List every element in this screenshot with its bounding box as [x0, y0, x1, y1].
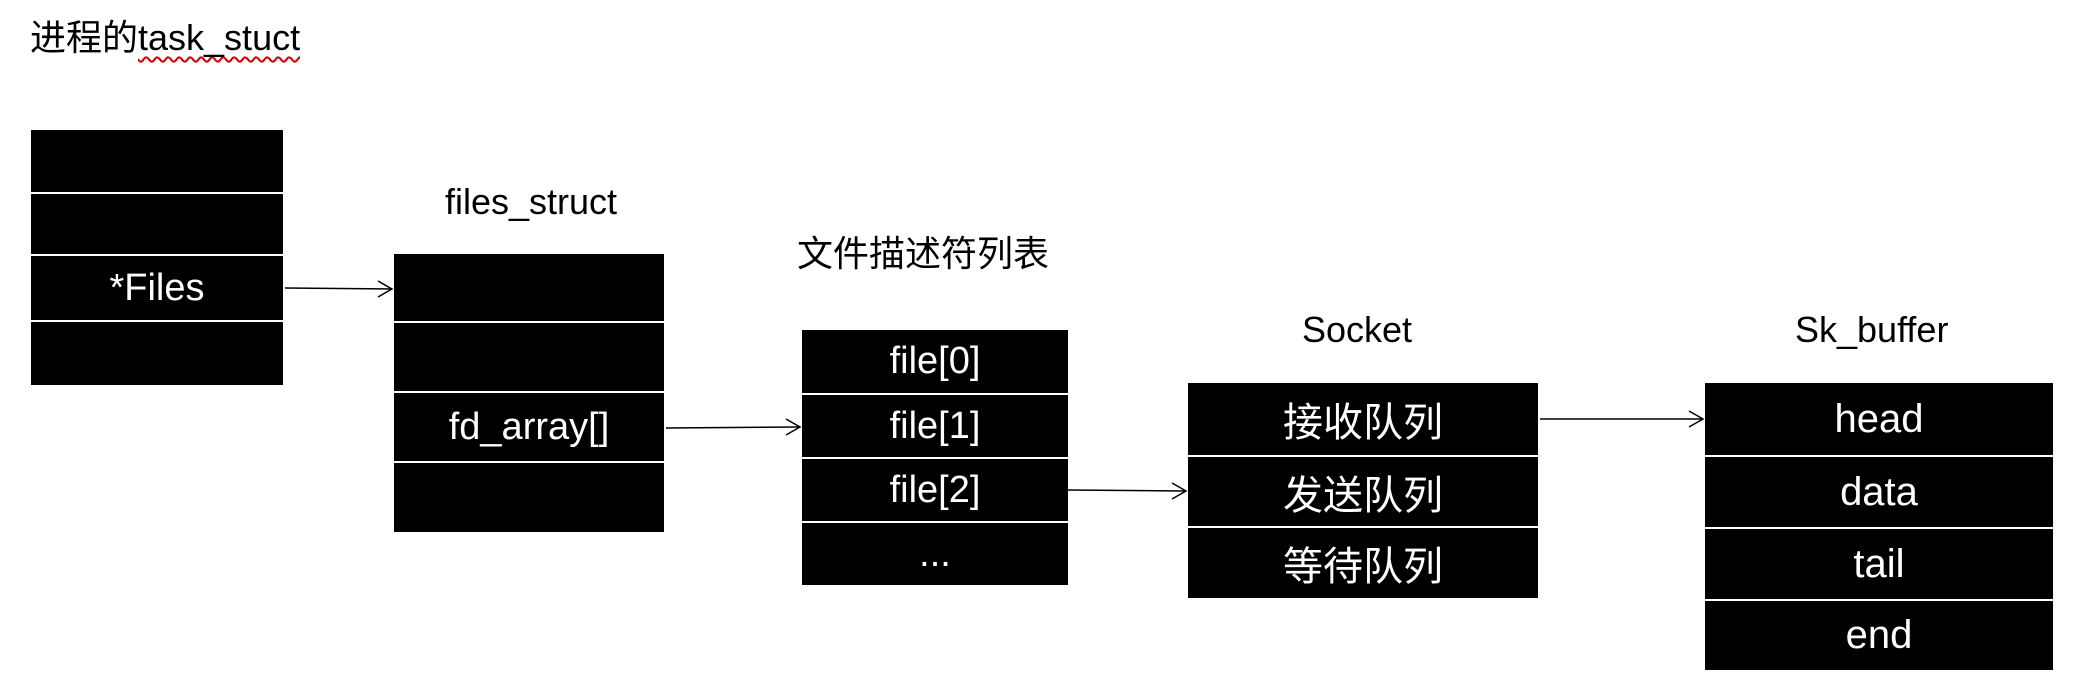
task-struct-cell-files: *Files: [31, 254, 283, 320]
task-struct-box: *Files: [31, 130, 283, 385]
diagram-title: 进程的task_stuct: [30, 18, 300, 58]
socket-cell-wait-queue: 等待队列: [1188, 526, 1538, 598]
arrow-recv-queue-to-sk-buffer: [1540, 410, 1705, 428]
arrow-file2-to-socket: [1067, 482, 1188, 500]
files-struct-cell-1: [394, 321, 664, 391]
socket-label: Socket: [1302, 309, 1413, 350]
sk-buffer-cell-head: head: [1834, 396, 1924, 441]
fd-list-label: 文件描述符列表: [797, 233, 1050, 274]
task-struct-cell-1: [31, 192, 283, 254]
fd-list-cell-ellipsis: ...: [802, 521, 1068, 585]
fd-list-cell-file2: file[2]: [802, 457, 1068, 521]
socket-cell-recv-queue: 接收队列: [1283, 401, 1443, 445]
files-struct-label: files_struct: [445, 181, 618, 222]
sk-buffer-cell-tail: tail: [1705, 527, 2053, 599]
arrow-fd-array-to-fd-list: [665, 418, 802, 436]
files-struct-cell-3: [394, 461, 664, 532]
fd-list-cell-file0: file[0]: [889, 340, 981, 382]
socket-cell-send-queue: 发送队列: [1188, 455, 1538, 526]
files-struct-box: fd_array[]: [394, 254, 664, 532]
title-underlined: task_stuct: [138, 17, 301, 58]
files-struct-cell-fd-array: fd_array[]: [394, 391, 664, 461]
title-prefix: 进程的: [30, 17, 139, 58]
fd-list-cell-file1: file[1]: [802, 393, 1068, 457]
socket-box: 接收队列 发送队列 等待队列: [1188, 383, 1538, 598]
sk-buffer-box: head data tail end: [1705, 383, 2053, 670]
task-struct-cell-3: [31, 320, 283, 385]
sk-buffer-cell-end: end: [1705, 599, 2053, 670]
sk-buffer-cell-data: data: [1705, 455, 2053, 527]
fd-list-box: file[0] file[1] file[2] ...: [802, 330, 1068, 585]
sk-buffer-label: Sk_buffer: [1795, 309, 1949, 350]
arrow-files-to-files-struct: [284, 280, 394, 298]
